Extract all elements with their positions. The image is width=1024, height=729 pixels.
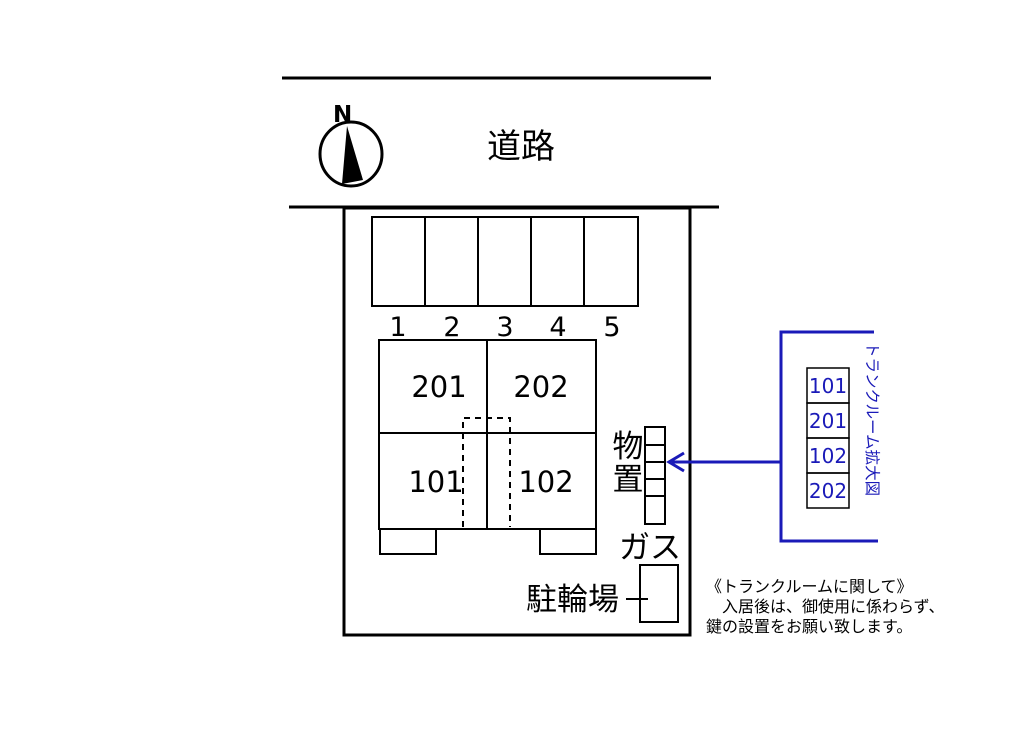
storage-label: 物 xyxy=(613,429,644,465)
unit-102-label: 102 xyxy=(518,465,573,499)
balcony-left xyxy=(379,528,437,555)
trunk-panel-frame xyxy=(779,330,878,543)
parking-number: 5 xyxy=(603,312,620,343)
trunk-panel-title: トランクルーム拡大図 xyxy=(863,342,881,496)
trunk-panel-row: 102 xyxy=(809,444,847,468)
north-compass-icon xyxy=(318,120,384,188)
unit-201-label: 201 xyxy=(411,370,466,404)
trunk-panel-row: 202 xyxy=(809,479,847,503)
parking-space-1 xyxy=(371,216,426,307)
parking-space-5 xyxy=(583,216,639,307)
building xyxy=(378,339,597,555)
parking-spaces xyxy=(371,216,639,307)
balcony-right xyxy=(539,528,597,555)
trunk-panel-row: 201 xyxy=(809,409,847,433)
parking-number: 1 xyxy=(389,312,406,343)
unit-101-label: 101 xyxy=(408,465,463,499)
bicycle-parking-label: 駐輪場 xyxy=(526,582,619,618)
parking-number: 3 xyxy=(496,312,513,343)
trunk-panel-row: 101 xyxy=(809,374,847,398)
parking-space-3 xyxy=(477,216,532,307)
note-title: 《トランクルームに関して》 xyxy=(706,577,913,596)
parking-number: 4 xyxy=(549,312,566,343)
parking-number: 2 xyxy=(443,312,460,343)
unit-202-label: 202 xyxy=(513,370,568,404)
parking-space-2 xyxy=(424,216,479,307)
trunk-panel-boxes xyxy=(806,367,850,509)
parking-space-4 xyxy=(530,216,585,307)
lot-boundary xyxy=(342,206,692,637)
storage-label: 置 xyxy=(613,462,644,498)
note-line-2: 鍵の設置をお願い致します。 xyxy=(706,617,912,636)
stair-outline xyxy=(462,417,511,527)
bicycle-parking-area xyxy=(639,564,679,623)
gas-label: ガス xyxy=(619,530,681,566)
arrowhead-icon xyxy=(666,451,685,473)
note-line-1: 入居後は、御使用に係わらず、 xyxy=(722,597,945,616)
trunk-room-units xyxy=(644,426,666,525)
road-label: 道路 xyxy=(487,127,555,167)
compass-label: N xyxy=(333,102,352,128)
